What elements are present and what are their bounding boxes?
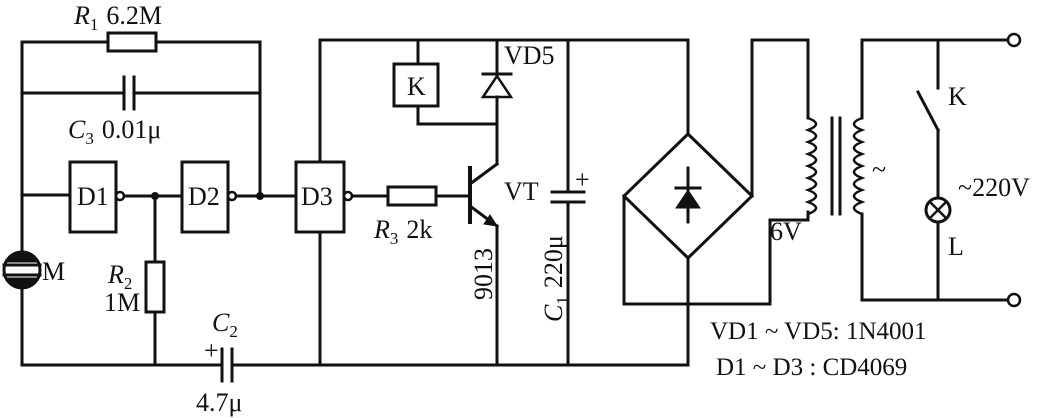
resistor-r1 xyxy=(106,31,158,53)
mains-label: ~220V xyxy=(958,173,1030,202)
resistor-r2 xyxy=(144,260,166,314)
lamp-label: L xyxy=(948,232,964,261)
c2-value: 4.7μ xyxy=(196,388,242,417)
gate-d3-label: D3 xyxy=(301,182,333,211)
gate-d1 xyxy=(68,160,118,234)
transformer-secondary-label: 6V xyxy=(770,217,802,246)
c2-plus: + xyxy=(204,336,219,365)
bridge-ac-right-wire xyxy=(750,38,810,198)
relay-bottom-wire xyxy=(416,104,499,126)
c1-label: C1220μ xyxy=(539,235,572,322)
transistor-vt xyxy=(467,122,500,367)
transistor-model: 9013 xyxy=(469,248,498,300)
gate-d1-label: D1 xyxy=(77,182,109,211)
note-diodes: VD1 ~ VD5: 1N4001 xyxy=(710,318,927,345)
relay-label: K xyxy=(407,72,426,101)
junction-dot xyxy=(256,192,264,200)
gate-d2-label: D2 xyxy=(188,182,220,211)
resistor-r3 xyxy=(386,185,438,207)
lamp-l xyxy=(924,196,952,224)
primary-bottom-wire xyxy=(860,212,1010,302)
note-gates: D1 ~ D3 : CD4069 xyxy=(716,354,907,381)
c1-plus: + xyxy=(575,165,590,194)
capacitor-c3 xyxy=(122,75,136,111)
r2-label: R2 xyxy=(107,260,132,293)
bridge-ac-left-wire xyxy=(622,194,772,306)
transformer-primary-symbol: ~ xyxy=(872,155,886,184)
capacitor-c1 xyxy=(550,38,586,367)
bottom-rail-left xyxy=(20,286,224,367)
relay-k xyxy=(392,62,440,108)
vd5-label: VD5 xyxy=(504,41,555,70)
secondary-return-wire xyxy=(768,210,810,222)
transformer xyxy=(804,116,866,216)
bridge-diode-icon xyxy=(674,166,702,224)
c2-label: C2 xyxy=(212,308,238,341)
mic-label: M xyxy=(42,257,65,286)
diode-vd5 xyxy=(480,38,514,126)
switch-k xyxy=(915,89,941,133)
terminal-bottom xyxy=(1006,292,1022,308)
primary-top-wire xyxy=(860,38,1010,120)
top-rail xyxy=(318,38,690,164)
switch-label: K xyxy=(948,82,967,111)
transistor-label: VT xyxy=(504,177,539,206)
r2-value: 1M xyxy=(104,288,140,317)
terminal-top xyxy=(1006,32,1022,48)
microphone-m xyxy=(2,250,42,290)
gate-d2 xyxy=(180,160,230,234)
